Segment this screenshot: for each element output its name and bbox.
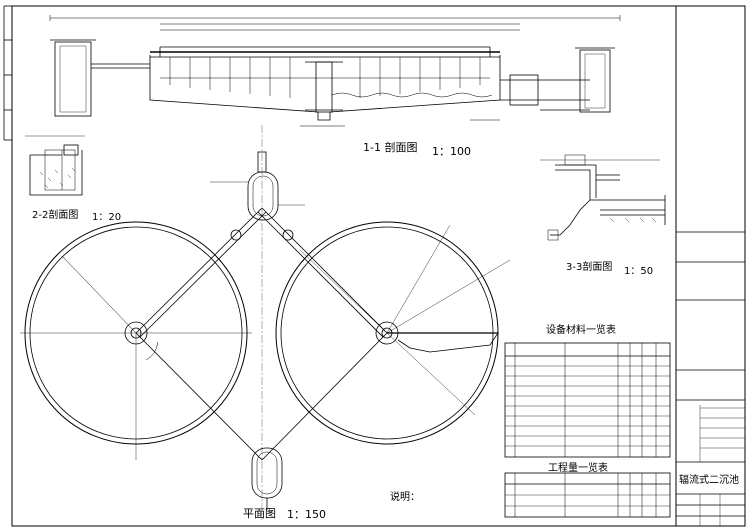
- notes-title: 说明：: [390, 492, 420, 503]
- section-3-3-drawing: [540, 154, 666, 241]
- title-block-frame: [675, 6, 745, 526]
- section-2-2-scale: 1：20: [92, 212, 122, 223]
- section-2-2-drawing: [25, 135, 85, 196]
- plan-drawing: [20, 125, 511, 520]
- section-1-1-drawing: [49, 15, 621, 127]
- sheet-border: [3, 5, 746, 527]
- quantity-table-title: 工程量一览表: [548, 463, 608, 474]
- section-3-3-scale: 1：50: [624, 266, 654, 277]
- equipment-table-title: 设备材料一览表: [546, 325, 616, 336]
- section-1-1-scale: 1：100: [432, 145, 471, 158]
- section-1-1-title: 1-1 剖面图: [363, 141, 418, 154]
- equipment-table-grid: [504, 342, 671, 458]
- quantity-table-grid: [504, 472, 671, 518]
- section-3-3-title: 3-3剖面图: [566, 262, 613, 273]
- plan-title: 平面图: [243, 507, 276, 520]
- plan-scale: 1：150: [287, 508, 326, 521]
- title-block-drawing-name: 辐流式二沉池: [679, 475, 739, 486]
- section-2-2-title: 2-2剖面图: [32, 210, 79, 221]
